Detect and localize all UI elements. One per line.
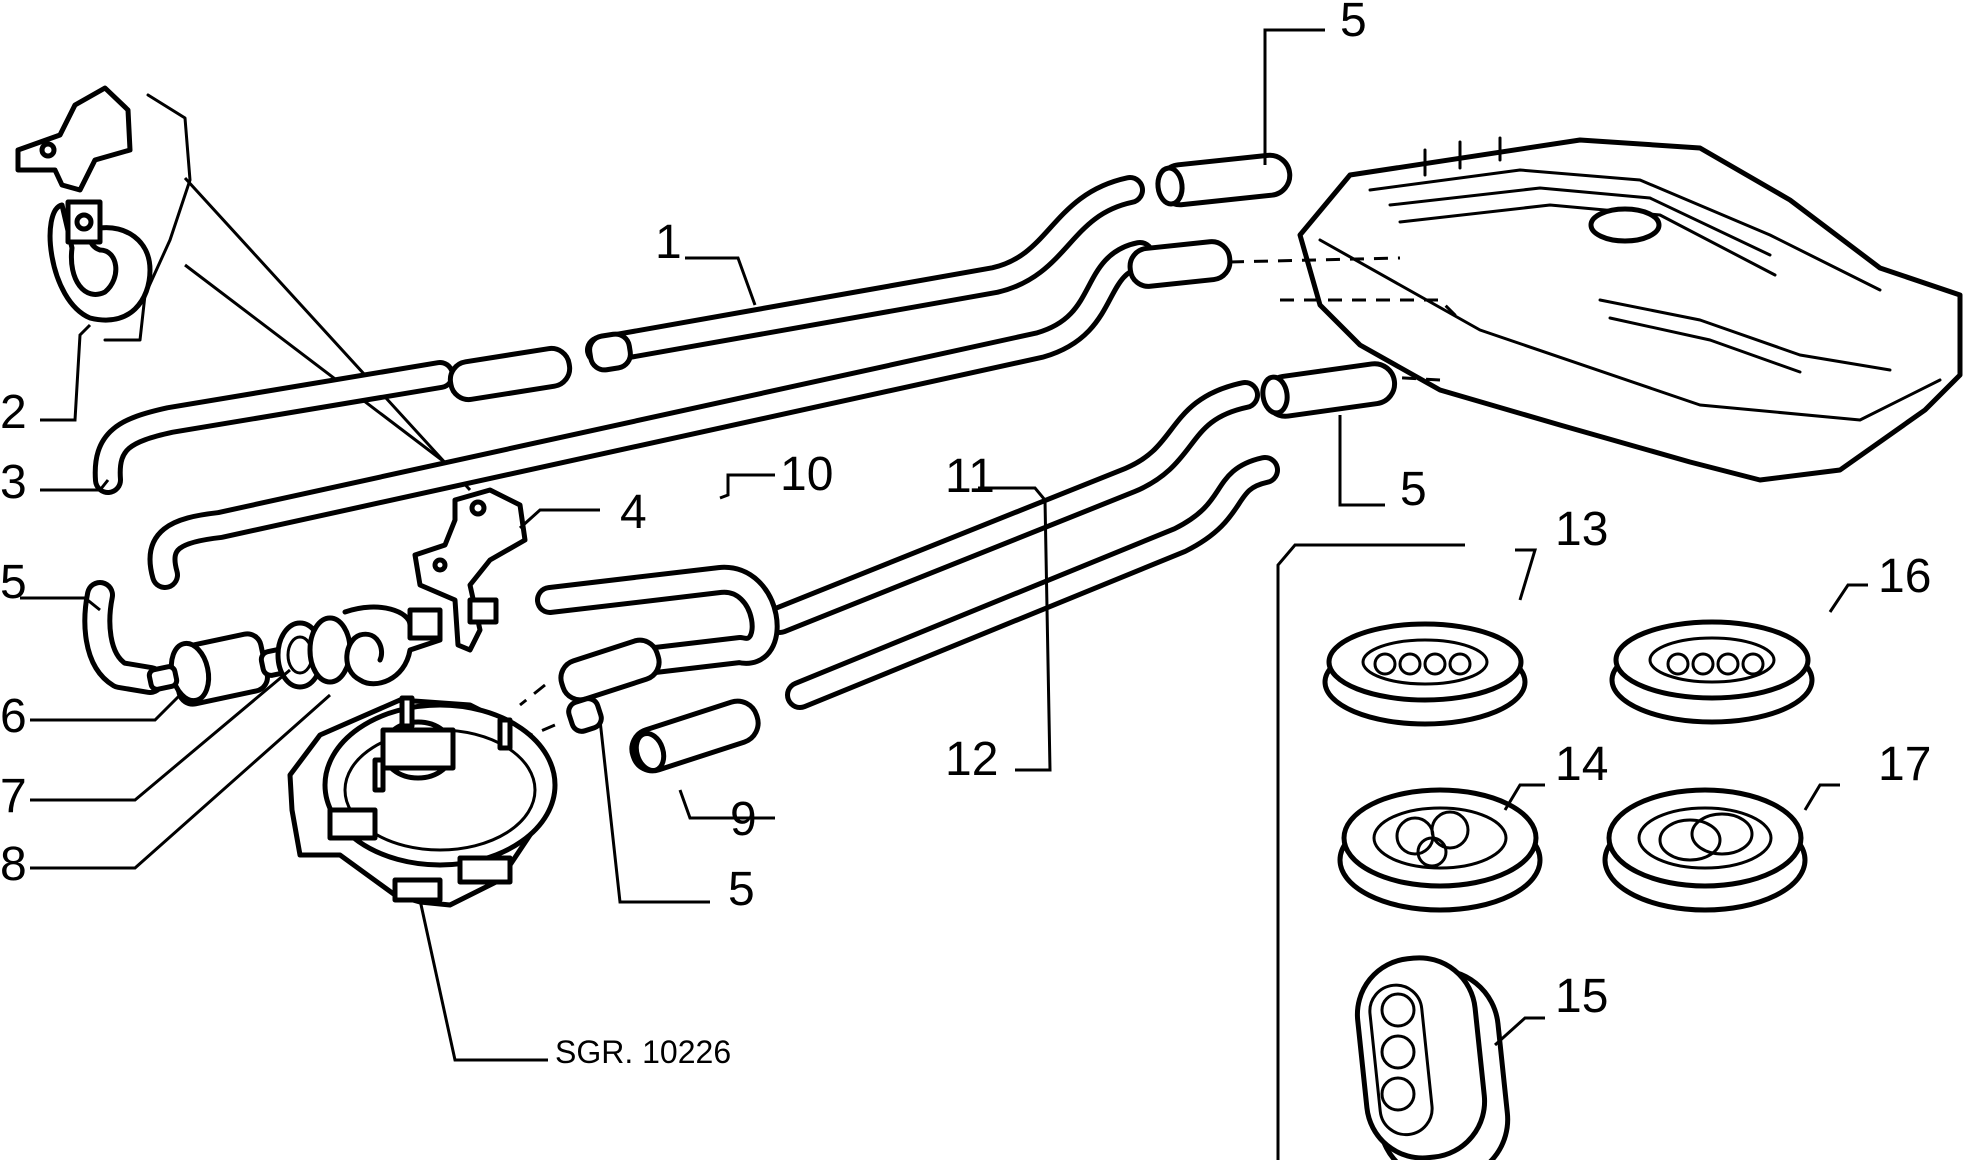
callout-1: 1 bbox=[655, 216, 682, 269]
hose-sleeves bbox=[447, 152, 1398, 774]
callout-5-bottom: 5 bbox=[728, 863, 755, 916]
callout-5-tank: 5 bbox=[1400, 463, 1427, 516]
grommet-14 bbox=[1337, 787, 1543, 913]
callout-14: 14 bbox=[1555, 738, 1608, 791]
leader-lines bbox=[20, 28, 1868, 1062]
callout-2: 2 bbox=[0, 386, 27, 439]
callout-5-top: 5 bbox=[1340, 0, 1367, 47]
reference-code: SGR. 10226 bbox=[555, 1034, 731, 1070]
callout-8: 8 bbox=[0, 838, 27, 891]
retaining-rings bbox=[275, 604, 443, 690]
pointer-line-b bbox=[183, 176, 472, 492]
callout-12: 12 bbox=[945, 733, 998, 786]
callout-5-left: 5 bbox=[0, 556, 27, 609]
callout-4: 4 bbox=[620, 486, 647, 539]
grommet-13 bbox=[1322, 621, 1528, 727]
callout-10: 10 bbox=[780, 448, 833, 501]
callout-15: 15 bbox=[1555, 970, 1608, 1023]
callout-7: 7 bbox=[0, 770, 27, 823]
grommet-17 bbox=[1602, 787, 1808, 913]
hoses bbox=[92, 175, 1280, 710]
fuel-tank bbox=[1297, 136, 1963, 483]
fuel-pump-unit bbox=[287, 695, 558, 908]
callout-labels: 1 2 3 4 5 5 5 5 6 7 8 9 10 11 12 13 14 1… bbox=[0, 0, 1931, 1070]
mounting-bracket bbox=[412, 487, 528, 653]
sketch-line bbox=[103, 93, 192, 342]
callout-11: 11 bbox=[945, 450, 995, 503]
callout-13: 13 bbox=[1555, 503, 1608, 556]
kit-divider bbox=[1276, 543, 1465, 1160]
callout-3: 3 bbox=[0, 456, 27, 509]
pointer-line-a bbox=[184, 263, 456, 472]
clamp-bracket bbox=[15, 85, 153, 323]
grommet-15 bbox=[1354, 955, 1511, 1160]
callout-9: 9 bbox=[730, 793, 757, 846]
callout-16: 16 bbox=[1878, 550, 1931, 603]
callout-17: 17 bbox=[1878, 738, 1931, 791]
callout-6: 6 bbox=[0, 690, 27, 743]
grommet-16 bbox=[1609, 619, 1815, 725]
